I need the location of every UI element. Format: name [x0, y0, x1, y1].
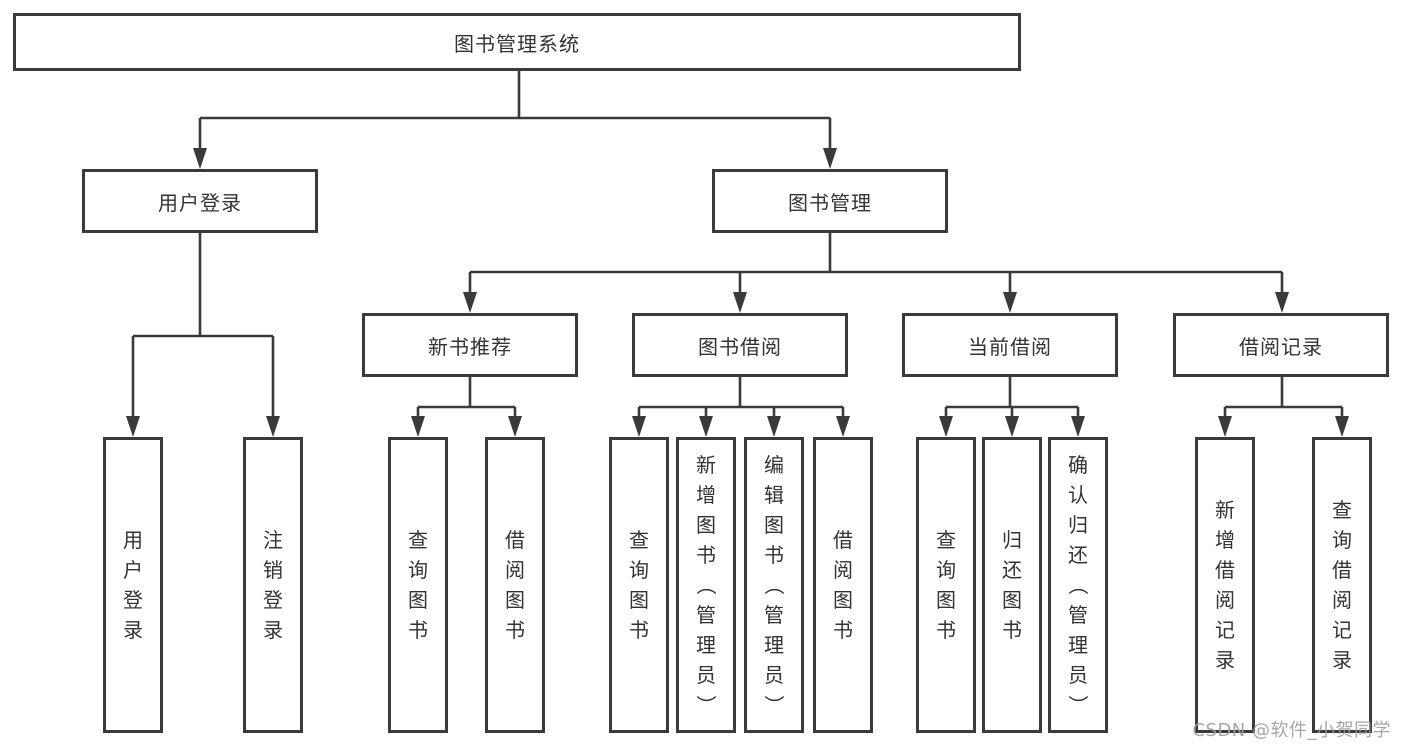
leaf-return-books: 归还图书 [982, 437, 1042, 733]
node-label: 借阅记录 [1239, 334, 1323, 359]
node-label: 图书借阅 [698, 334, 782, 359]
node-library-management-system: 图书管理系统 [13, 13, 1021, 71]
node-book-management: 图书管理 [712, 169, 948, 233]
node-borrowing-records: 借阅记录 [1173, 313, 1389, 377]
leaf-confirm-return-admin: 确认归还（管理员） [1048, 437, 1108, 733]
leaf-query-borrow-record: 查询借阅记录 [1312, 437, 1372, 733]
leaf-add-borrow-record: 新增借阅记录 [1195, 437, 1255, 733]
node-label: 用户登录 [158, 190, 242, 215]
leaf-borrow-books-recommend: 借阅图书 [485, 437, 545, 733]
node-label: 新书推荐 [428, 334, 512, 359]
leaf-add-book-admin: 新增图书（管理员） [676, 437, 736, 733]
leaf-query-books-recommend: 查询图书 [388, 437, 448, 733]
node-label: 图书管理 [788, 190, 872, 215]
node-label: 图书管理系统 [454, 31, 580, 56]
node-current-borrowing: 当前借阅 [902, 313, 1118, 377]
node-book-borrowing: 图书借阅 [632, 313, 848, 377]
leaf-logout-login: 注销登录 [243, 437, 303, 733]
leaf-borrow-books: 借阅图书 [813, 437, 873, 733]
csdn-watermark: CSDN @软件_小贺同学 [1192, 720, 1391, 741]
leaf-query-books-current: 查询图书 [916, 437, 976, 733]
node-label: 当前借阅 [968, 334, 1052, 359]
node-user-login: 用户登录 [82, 169, 318, 233]
leaf-query-books-borrowing: 查询图书 [609, 437, 669, 733]
node-new-book-recommend: 新书推荐 [362, 313, 578, 377]
leaf-edit-book-admin: 编辑图书（管理员） [744, 437, 804, 733]
leaf-user-login: 用户登录 [103, 437, 163, 733]
